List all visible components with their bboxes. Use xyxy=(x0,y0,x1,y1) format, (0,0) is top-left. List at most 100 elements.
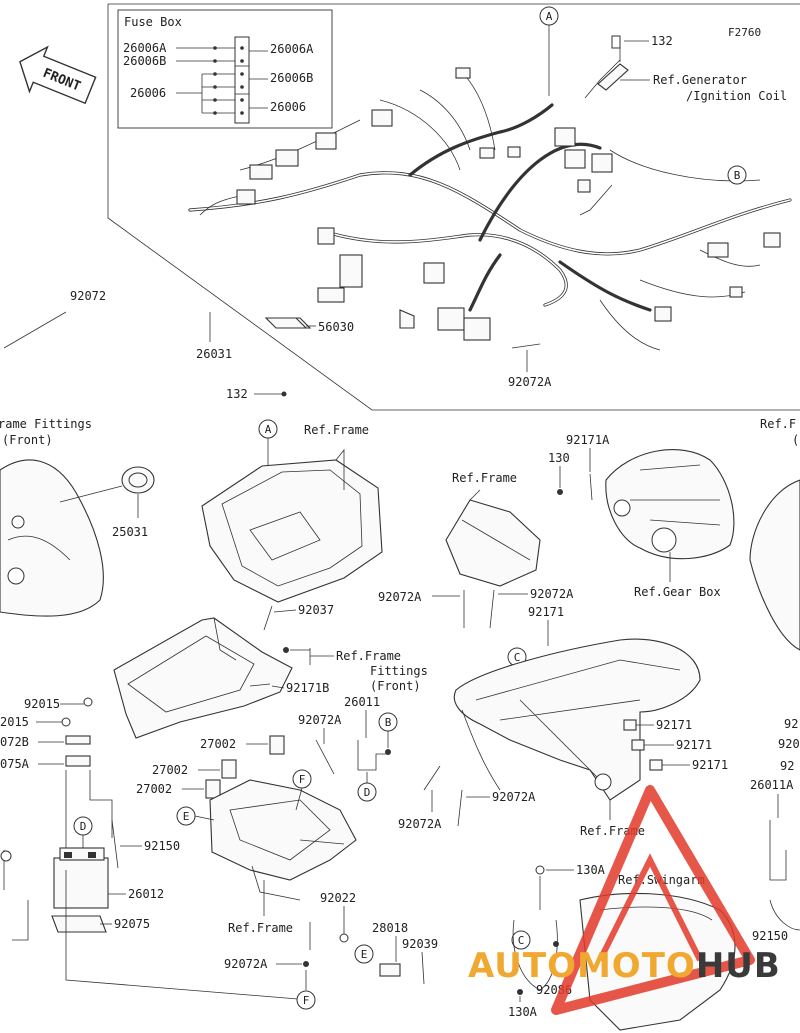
fuse-label: 26006B xyxy=(270,71,313,85)
ref-frame-right: Ref.F xyxy=(760,417,796,431)
svg-text:E: E xyxy=(361,948,368,961)
fuse-label: 26006 xyxy=(270,100,306,114)
svg-text:F: F xyxy=(303,994,310,1007)
ref-frame-fittings-2: Ref.Frame xyxy=(336,649,401,663)
callout-f-2: F xyxy=(296,990,316,1010)
relay xyxy=(205,779,221,799)
svg-text:A: A xyxy=(265,423,272,436)
part-label-92075: 92075 xyxy=(114,917,150,931)
part-label-92-r3: 92 xyxy=(780,759,794,773)
battery-tray xyxy=(113,617,293,739)
watermark-part1: AUTOMOTO xyxy=(468,946,696,986)
main-frame xyxy=(453,638,701,801)
frame-section-mid xyxy=(445,489,541,587)
part-label-92072a-c: 92072A xyxy=(298,713,342,727)
battery xyxy=(53,847,109,909)
part-label-26031: 26031 xyxy=(196,347,232,361)
ref-frame-bottom: Ref.Frame xyxy=(228,921,293,935)
diagram-id: F2760 xyxy=(728,26,761,39)
ref-frame-fittings-front: (Front) xyxy=(2,433,53,447)
relay-bracket xyxy=(209,779,357,901)
fuse-label: 26006 xyxy=(130,86,166,100)
part-label-92072: 92072 xyxy=(70,289,106,303)
front-arrow-icon: FRONT xyxy=(19,45,97,105)
part-label-92171-a: 92171 xyxy=(656,718,692,732)
part-label-920-r2: 920 xyxy=(778,737,800,751)
fuse-label: 26006B xyxy=(123,54,166,68)
part-label-26012: 26012 xyxy=(128,887,164,901)
battery-sheet xyxy=(51,915,107,933)
part-label-92022: 92022 xyxy=(320,891,356,905)
part-label-92072a-d: 92072A xyxy=(398,817,442,831)
part-label-92171-b: 92171 xyxy=(676,738,712,752)
part-label-56030: 56030 xyxy=(318,320,354,334)
ref-gear-box: Ref.Gear Box xyxy=(634,585,721,599)
ref-frame-fittings: rame Fittings xyxy=(0,417,92,431)
callout-d-2: D xyxy=(357,782,377,802)
harness-panel-outline xyxy=(107,3,800,411)
ref-frame-fittings-2b: Fittings xyxy=(370,664,428,678)
part-label-27002-c: 27002 xyxy=(136,782,172,796)
part-label-25031: 25031 xyxy=(112,525,148,539)
svg-text:E: E xyxy=(183,810,190,823)
callout-a: A xyxy=(539,6,559,26)
watermark-text: AUTOMOTOHUB xyxy=(468,946,781,986)
battery-pad xyxy=(65,755,91,767)
callout-e: E xyxy=(176,806,196,826)
part-label-92072a-a: 92072A xyxy=(378,590,422,604)
svg-text:C: C xyxy=(518,934,525,947)
clamp xyxy=(631,739,645,751)
callout-e-2: E xyxy=(354,944,374,964)
part-label-92075a: 075A xyxy=(0,757,30,771)
part-label-92015-a: 92015 xyxy=(24,697,60,711)
ref-frame: Ref.Frame xyxy=(304,423,369,437)
svg-text:C: C xyxy=(514,651,521,664)
frame-bracket xyxy=(201,448,383,603)
relay xyxy=(221,759,237,779)
harness-connectors xyxy=(236,67,781,341)
clamp xyxy=(649,759,663,771)
part-label-92072b: 072B xyxy=(0,735,29,749)
part-label-92150: 92150 xyxy=(144,839,180,853)
callout-f: F xyxy=(292,769,312,789)
part-label-28018: 28018 xyxy=(372,921,408,935)
sensor-28018 xyxy=(379,963,401,977)
part-label-92037: 92037 xyxy=(298,603,334,617)
callout-a-2: A xyxy=(258,419,278,439)
ref-generator: Ref.Generator xyxy=(653,73,747,87)
main-wiring-harness xyxy=(188,59,792,351)
svg-text:B: B xyxy=(385,716,392,729)
callout-c-2: C xyxy=(511,930,531,950)
ref-frame-mid: Ref.Frame xyxy=(452,471,517,485)
part-label-92072a-b: 92072A xyxy=(530,587,574,601)
part-label-92072a-f: 92072A xyxy=(224,957,268,971)
part-label-132: 132 xyxy=(651,34,673,48)
grommet-25031 xyxy=(121,466,155,494)
part-label-27002-b: 27002 xyxy=(152,763,188,777)
part-label-27002-a: 27002 xyxy=(200,737,236,751)
svg-text:A: A xyxy=(546,10,553,23)
part-label-92072a-e: 92072A xyxy=(492,790,536,804)
part-label-132-mid: 132 xyxy=(226,387,248,401)
part-label-26011: 26011 xyxy=(344,695,380,709)
part-label-92015-b: 2015 xyxy=(0,715,29,729)
generator-connector xyxy=(597,35,629,91)
callout-b-2: B xyxy=(378,712,398,732)
right-cowl xyxy=(749,479,800,651)
fuse-label: 26006A xyxy=(123,41,167,55)
gear-box xyxy=(605,449,735,560)
ref-ignition-coil: /Ignition Coil xyxy=(686,89,787,103)
watermark-part2: HUB xyxy=(695,946,781,986)
relay xyxy=(269,735,285,755)
svg-text:D: D xyxy=(80,820,87,833)
svg-text:B: B xyxy=(734,169,741,182)
part-label-26011a: 26011A xyxy=(750,778,794,792)
callout-d: D xyxy=(73,816,93,836)
part-label-130: 130 xyxy=(548,451,570,465)
part-label-92072a: 92072A xyxy=(508,375,552,389)
svg-text:F: F xyxy=(299,773,306,786)
part-label-92039: 92039 xyxy=(402,937,438,951)
part-label-92171b: 92171B xyxy=(286,681,329,695)
clamp xyxy=(623,719,637,731)
